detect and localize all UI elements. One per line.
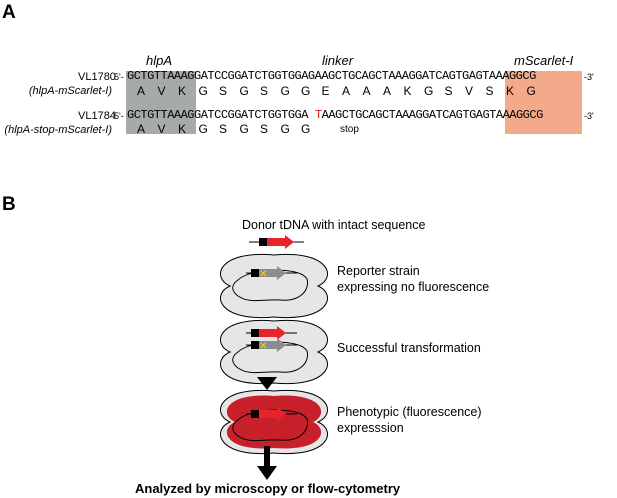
amino-acid-5: S [219,84,228,98]
reporter-strain-cell: ✕ [220,253,328,319]
amino-acid-2: V [157,122,166,136]
amino-acid-10: E [321,84,330,98]
panel-b-letter: B [2,194,16,215]
amino-acid-5: S [219,122,228,136]
amino-acid-4: G [198,122,208,136]
amino-acid-9: G [301,84,311,98]
amino-acid-14: K [403,84,412,98]
amino-acid-3: K [178,84,187,98]
amino-acid-1: A [137,84,146,98]
amino-acid-7: S [260,122,269,136]
mscarlet-region-label: mScarlet-I [514,53,574,68]
hlpa-region-label: hlpA [146,53,173,68]
five-prime-row1: 5'- [114,72,124,82]
amino-acid-15: G [424,84,434,98]
sequence-row2-after: AAGCTGCAGCTAAAGGATCAGTGAGTAAAGGCG [321,108,544,122]
strain-id-row2: VL1784 [78,110,116,122]
sequence-row2-before: GCTGTTAAAGGATCCGGATCTGGTGGA [127,108,308,122]
amino-acid-13: A [383,84,392,98]
transformed-cell: ✕ [220,319,328,385]
amino-acid-8: G [280,84,290,98]
sequence-row2-mutation: T [314,108,322,122]
amino-acid-17: V [465,84,474,98]
sequence-row2: GCTGTTAAAGGATCCGGATCTGGTGGA TAAGCTGCAGCTA… [127,108,543,122]
amino-acid-18: S [485,84,494,98]
amino-acid-6: G [239,122,249,136]
mutation-mark-icon: ✕ [259,269,267,280]
final-down-arrow-icon [257,446,277,480]
amino-acid-16: S [444,84,453,98]
amino-acid-20: G [526,84,536,98]
amino-acid-19: K [506,84,515,98]
amino-acid-8: G [280,122,290,136]
step1-label-line1: Reporter strain [337,264,420,278]
stop-label: stop [340,124,359,135]
down-arrow-icon [257,377,277,390]
amino-acid-9: G [301,122,311,136]
five-prime-row2: 5'- [114,111,124,121]
amino-acid-4: G [198,84,208,98]
step3-label-line1: Phenotypic (fluorescence) [337,405,482,419]
construct-row2: (hlpA-stop-mScarlet-I) [4,124,112,136]
three-prime-row1: -3' [584,72,594,82]
sequence-row1: GCTGTTAAAGGATCCGGATCTGGTGGAGAAGCTGCAGCTA… [127,69,536,83]
donor-tdna-icon [249,235,304,249]
mscarlet-region-box [505,71,582,134]
three-prime-row2: -3' [584,111,594,121]
linker-region-label: linker [322,53,354,68]
step1-label-line2: expressing no fluorescence [337,280,490,294]
strain-id-row1: VL1780 [78,71,116,83]
amino-acid-6: G [239,84,249,98]
panel-a-letter: A [2,2,16,23]
amino-acid-12: A [362,84,371,98]
amino-acid-7: S [260,84,269,98]
donor-tdna-label: Donor tDNA with intact sequence [242,218,426,232]
hlpa-region-box [126,71,196,134]
amino-acid-11: A [342,84,351,98]
amino-acid-1: A [137,122,146,136]
step3-label-line2: expresssion [337,421,404,435]
amino-acid-3: K [178,122,187,136]
amino-acid-2: V [157,84,166,98]
fluorescent-cell [220,389,328,455]
mutation-mark-icon: ✕ [259,341,267,352]
final-analysis-label: Analyzed by microscopy or flow-cytometry [135,481,401,496]
step2-label: Successful transformation [337,341,481,355]
construct-row1: (hlpA-mScarlet-I) [28,85,112,97]
